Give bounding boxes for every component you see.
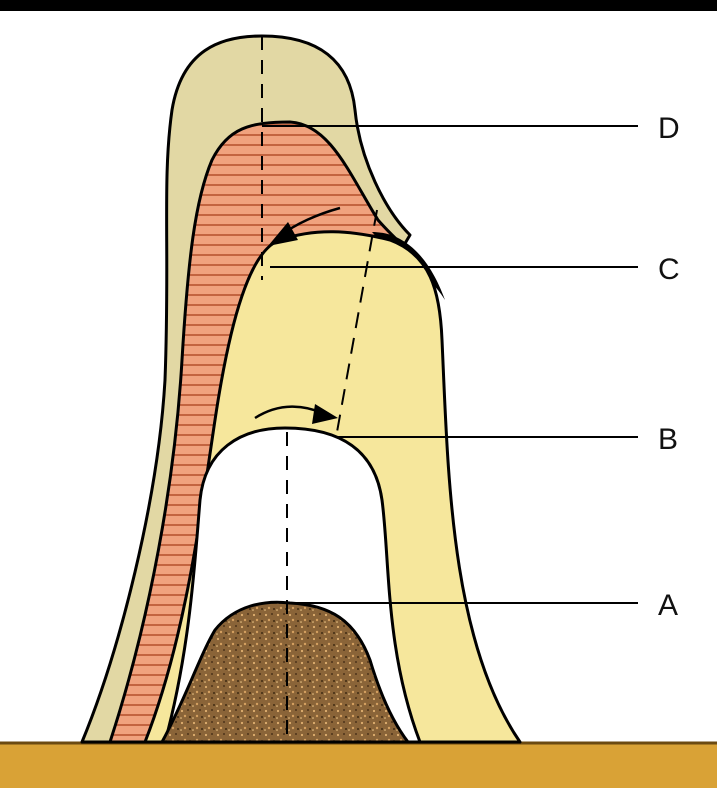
- label-b: B: [658, 423, 678, 456]
- label-d: D: [658, 112, 680, 145]
- label-c: C: [658, 253, 680, 286]
- top-band: [0, 0, 717, 11]
- label-a: A: [658, 589, 678, 622]
- ground: [0, 742, 717, 788]
